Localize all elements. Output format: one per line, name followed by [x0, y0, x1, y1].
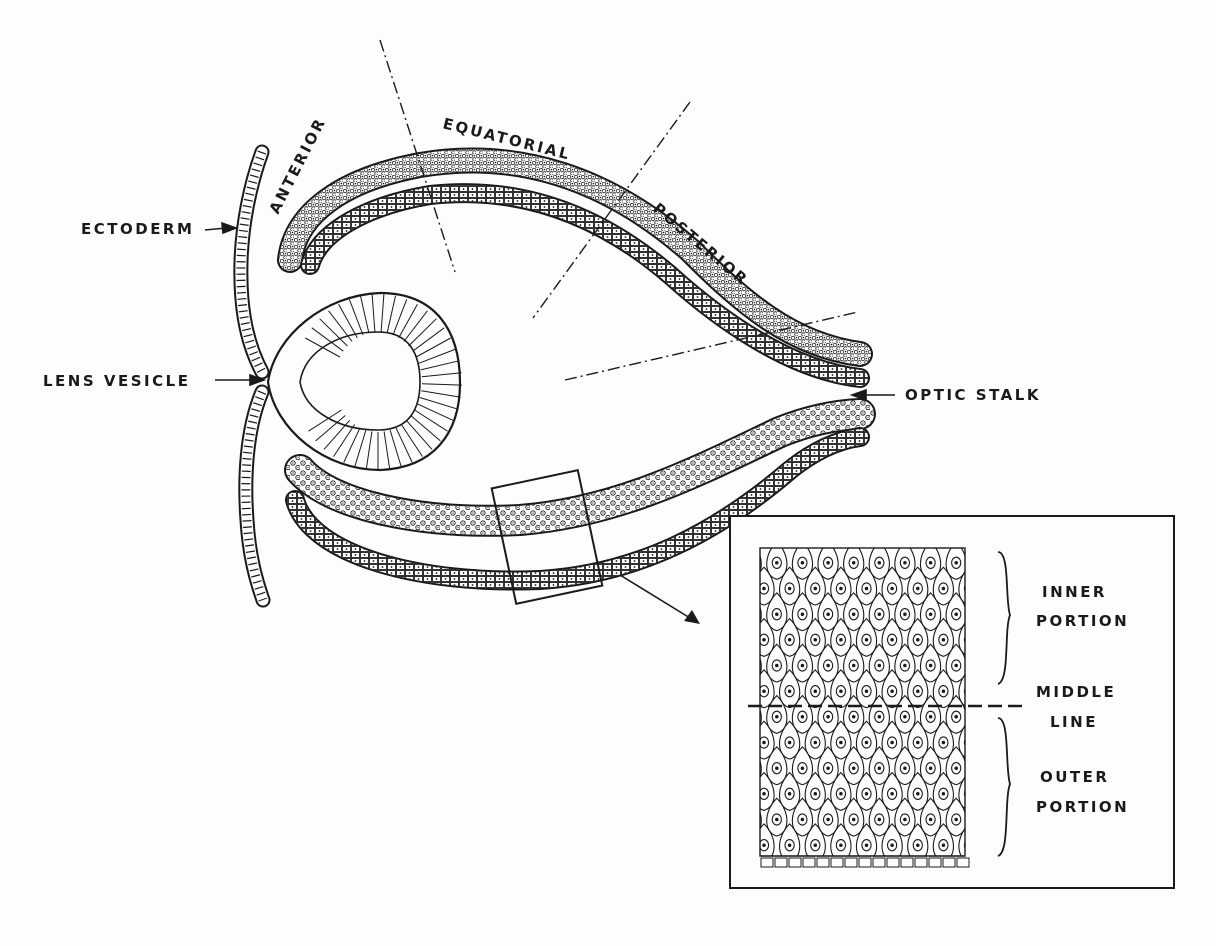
label-middle: MIDDLE — [1036, 683, 1116, 701]
label-outer: OUTER — [1040, 768, 1109, 786]
lens-vesicle-shape — [268, 293, 462, 470]
label-outer-portion: PORTION — [1036, 798, 1129, 816]
label-inner-portion: PORTION — [1036, 612, 1129, 630]
label-ectoderm: ECTODERM — [81, 220, 194, 238]
inset-arrow-head — [684, 610, 700, 624]
label-inner: INNER — [1042, 583, 1107, 601]
label-lens-vesicle: LENS VESICLE — [43, 372, 190, 390]
inset-panel — [730, 516, 1174, 888]
label-optic-stalk: OPTIC STALK — [905, 386, 1041, 404]
label-middle-line: LINE — [1050, 713, 1098, 731]
ectoderm-arrow — [222, 223, 236, 233]
